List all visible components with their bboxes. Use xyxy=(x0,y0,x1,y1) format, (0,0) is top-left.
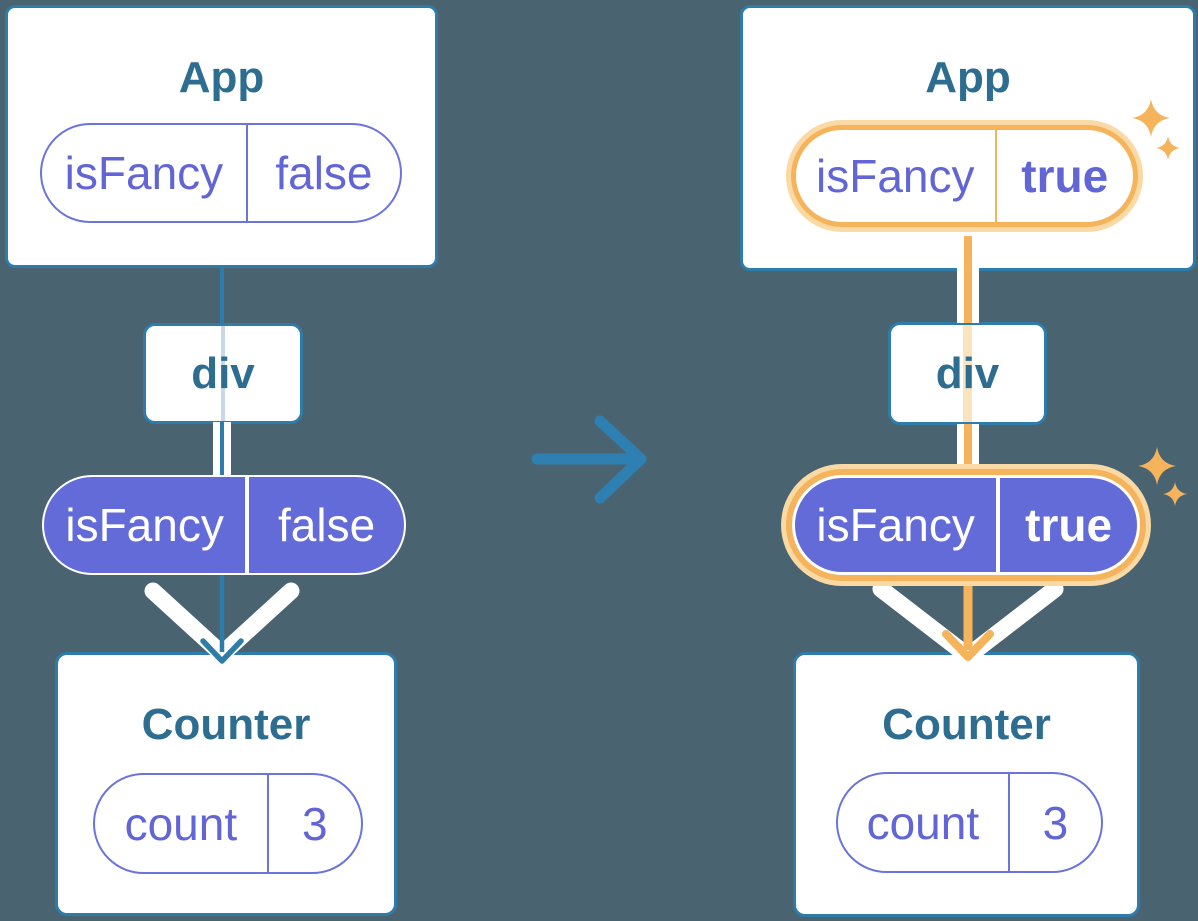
state-key: count xyxy=(95,775,269,872)
connector-incard-after xyxy=(963,236,973,270)
prop-value: true xyxy=(1021,150,1109,202)
sparkles-icon xyxy=(1138,447,1187,506)
connector-app-div-before xyxy=(219,266,224,323)
component-title: App xyxy=(925,53,1011,102)
state-pill-count-before: count 3 xyxy=(93,773,363,874)
prop-pill-isfancy-after: isFancy true xyxy=(791,125,1138,227)
prop-key: isFancy xyxy=(795,478,1001,572)
prop-key: isFancy xyxy=(42,125,248,221)
div-box-before: div xyxy=(143,323,303,424)
pass-through-line xyxy=(963,325,972,422)
arrow-right-icon xyxy=(531,415,647,504)
component-title: Counter xyxy=(141,700,311,749)
connector-line-div-pill-before xyxy=(219,422,224,477)
chevron-down-arrow-icon xyxy=(144,574,300,664)
connector-line-div-pill-after xyxy=(964,424,972,476)
passed-prop-pill-after: isFancy true xyxy=(792,475,1140,575)
state-value: 3 xyxy=(1042,796,1069,849)
prop-value: false xyxy=(275,147,373,199)
prop-key: isFancy xyxy=(796,130,997,222)
div-box-after: div xyxy=(888,322,1047,425)
counter-card-before: Counter count 3 xyxy=(55,652,397,916)
counter-card-after: Counter count 3 xyxy=(793,652,1140,917)
prop-value: false xyxy=(278,499,376,551)
prop-pill-isfancy-before: isFancy false xyxy=(40,123,402,223)
pass-through-line xyxy=(220,326,226,421)
state-key: count xyxy=(838,774,1010,871)
passed-prop-pill-before: isFancy false xyxy=(42,475,406,575)
chevron-down-arrow-icon xyxy=(872,580,1064,665)
connector-line-app-div-after xyxy=(964,267,972,323)
prop-value: true xyxy=(1025,499,1113,551)
component-title: Counter xyxy=(882,700,1051,749)
state-value: 3 xyxy=(302,797,328,850)
component-title: div xyxy=(935,348,1000,398)
component-title: App xyxy=(178,53,265,102)
component-title: div xyxy=(191,348,255,398)
state-pill-count-after: count 3 xyxy=(836,772,1103,873)
prop-key: isFancy xyxy=(44,477,250,573)
